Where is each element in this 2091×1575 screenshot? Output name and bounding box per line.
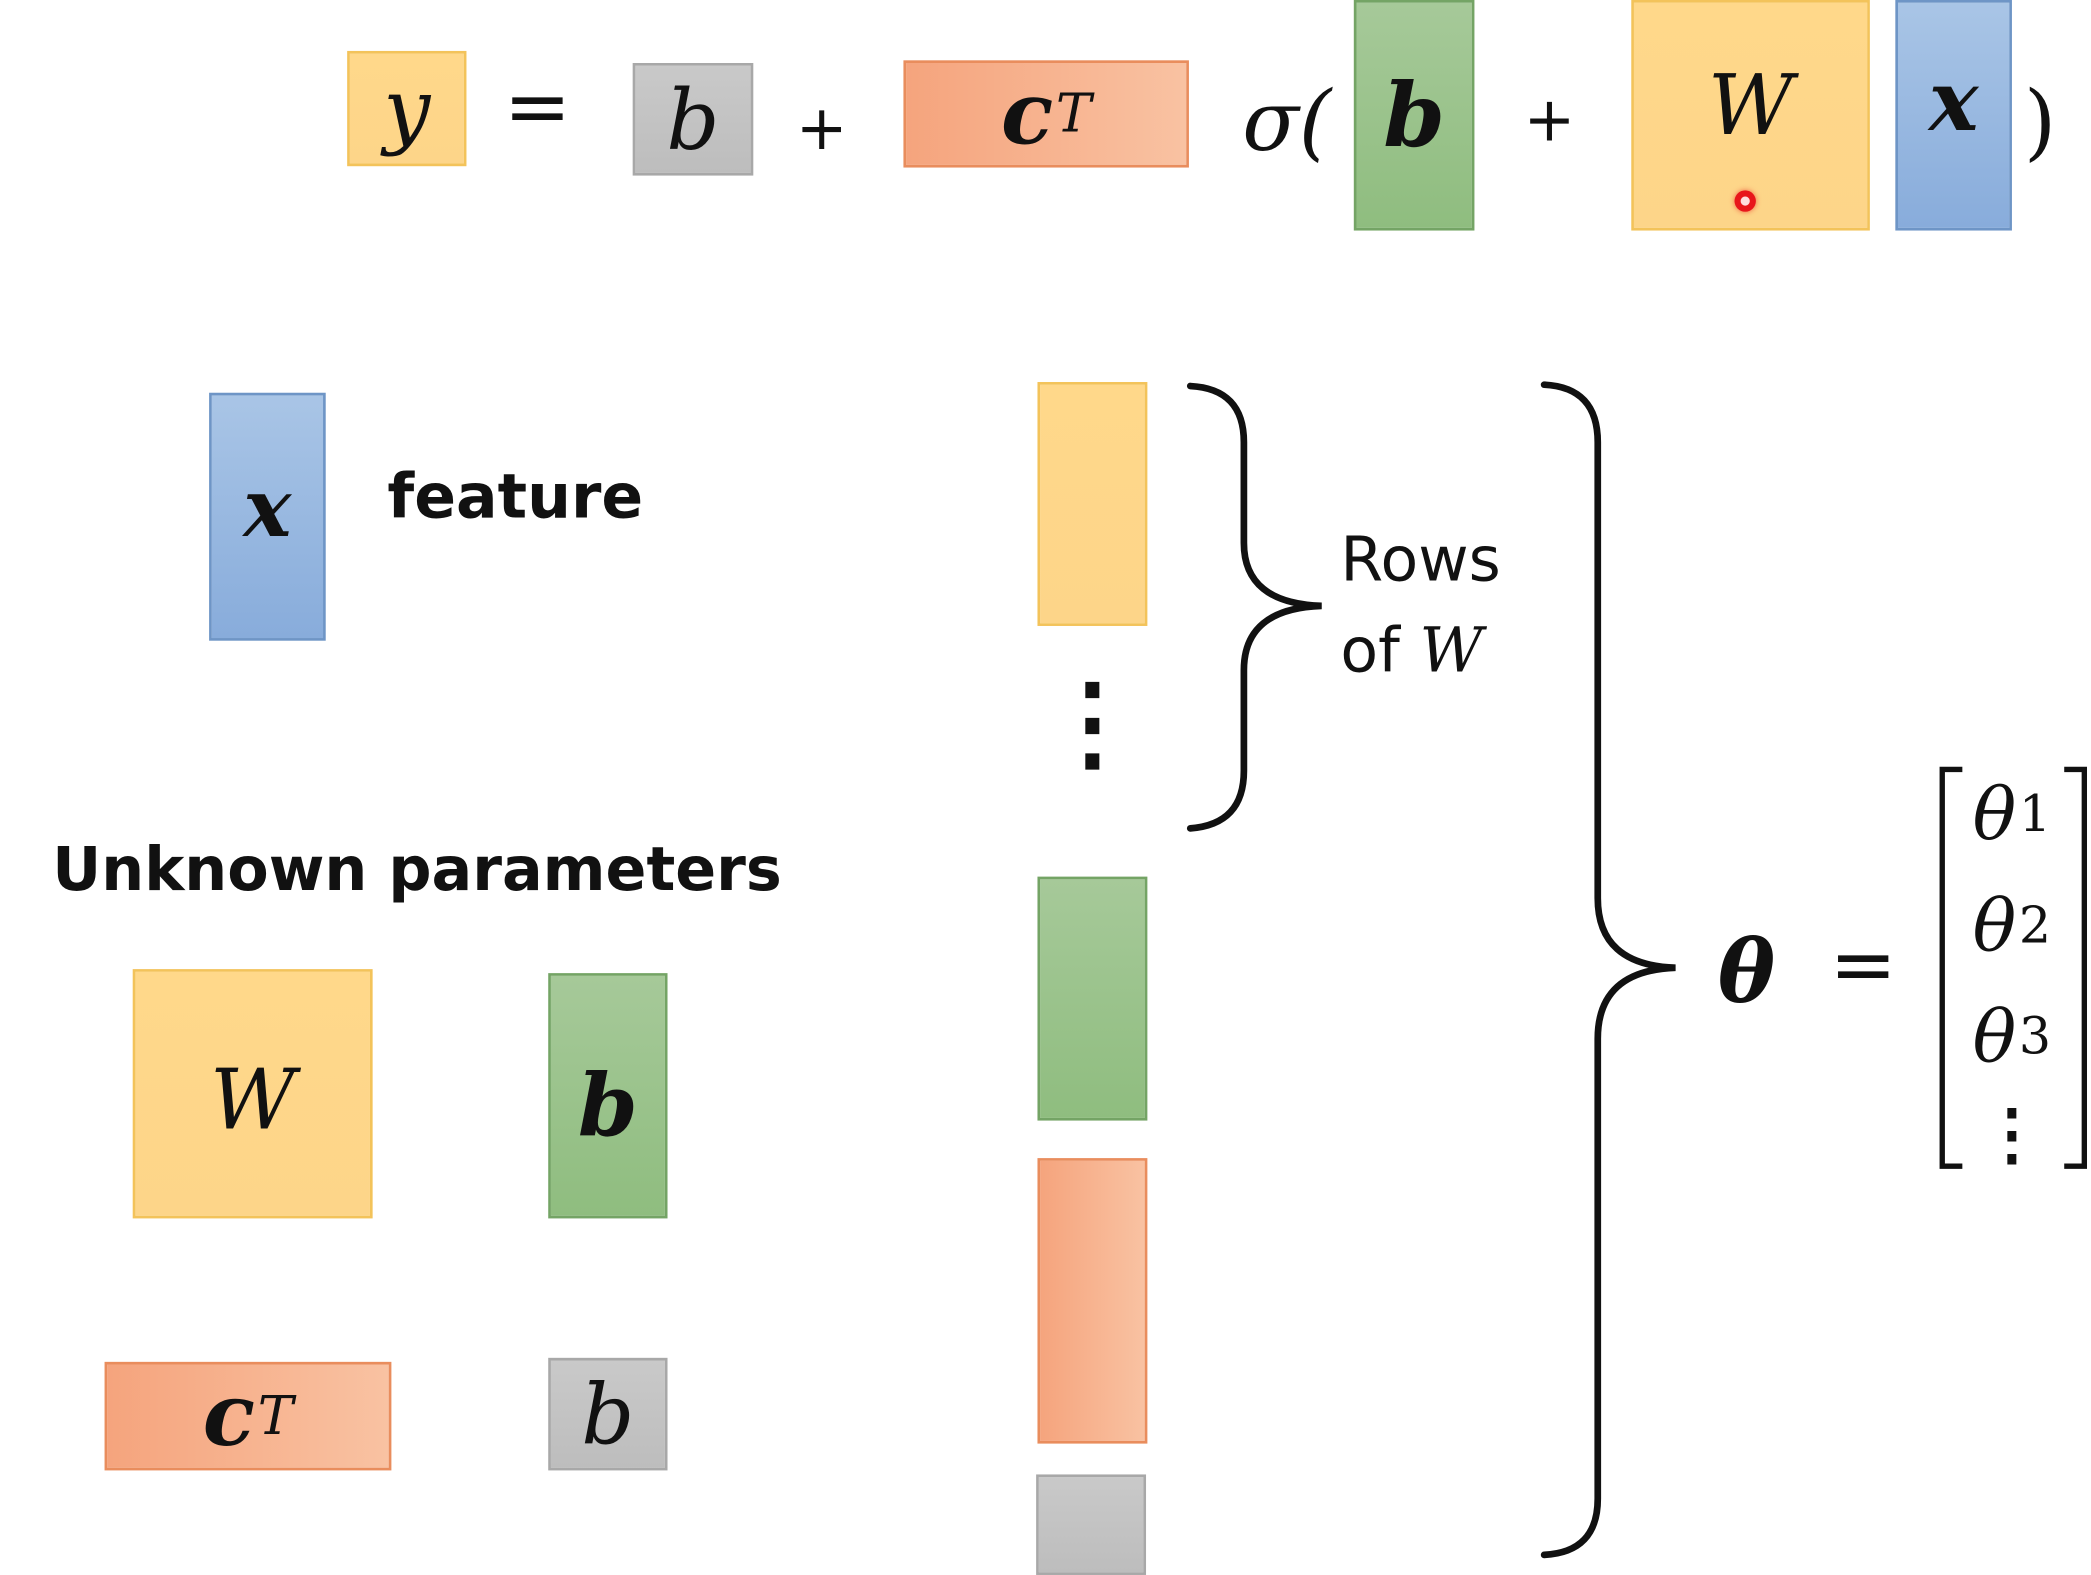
rows-label-line-2: of W [1340, 614, 1482, 686]
feature-label: feature [387, 459, 644, 533]
unknown-c-box [104, 1361, 392, 1471]
feature-x-box [209, 392, 326, 641]
theta-3-base: θ [1972, 993, 2017, 1079]
pointer-dot [1734, 190, 1756, 212]
matrix-right-bracket [2064, 766, 2088, 1169]
theta-2-base: θ [1972, 882, 2017, 968]
feature-x-symbol: x [243, 462, 292, 557]
stack-b-scalar-box [1036, 1474, 1147, 1575]
rows-label-line-1: Rows [1340, 522, 1501, 596]
eq-plus-2: + [1523, 83, 1576, 156]
unknown-W-box [132, 969, 373, 1219]
unknown-b-vector-symbol: b [577, 1055, 638, 1157]
matrix-left-bracket [1939, 766, 1963, 1169]
stack-b-vector-box [1037, 876, 1148, 1121]
eq-x-symbol: x [1928, 51, 1979, 150]
eq-b-vector-box [1353, 0, 1475, 231]
rows-brace [1186, 382, 1322, 832]
unknown-b-scalar-symbol: b [581, 1365, 635, 1464]
unknown-c-superscript: T [257, 1385, 294, 1447]
theta-1-base: θ [1972, 771, 2017, 856]
eq-plus-1: + [795, 91, 848, 164]
theta-ellipsis: ⋮ [1978, 1093, 2046, 1173]
stack-ellipsis: ⋮ [1040, 662, 1145, 785]
theta-3-sub: 3 [2018, 1006, 2052, 1066]
unknown-c-letter: c [202, 1365, 256, 1467]
eq-b-vector-symbol: b [1383, 62, 1446, 168]
unknown-W-symbol: W [209, 1050, 296, 1149]
eq-c-superscript: T [1055, 83, 1092, 145]
eq-y-symbol: y [383, 59, 431, 158]
eq-x-box [1895, 0, 2012, 231]
rows-label-prefix: of [1340, 613, 1420, 687]
eq-b-scalar-box [632, 62, 754, 176]
theta-brace [1540, 381, 1676, 1559]
unknown-b-scalar-box [548, 1357, 668, 1471]
unknown-b-vector-box [548, 973, 668, 1219]
eq-c-box [903, 60, 1189, 168]
eq-W-symbol: W [1707, 55, 1794, 154]
eq-equals: = [503, 60, 572, 155]
eq-c-letter: c [1000, 63, 1054, 165]
theta-1-sub: 1 [2018, 784, 2052, 844]
rows-label-W: W [1419, 613, 1483, 687]
theta-symbol: θ [1717, 921, 1776, 1023]
stack-c-box [1037, 1158, 1148, 1444]
eq-y-box [347, 50, 467, 167]
theta-equals: = [1829, 918, 1897, 1013]
unknown-parameters-title: Unknown parameters [52, 833, 782, 905]
eq-close-paren: ) [2023, 71, 2057, 170]
theta-2-sub: 2 [2018, 895, 2052, 955]
eq-sigma-open: σ( [1242, 71, 1332, 170]
stack-W-row-box [1037, 382, 1148, 626]
eq-b-scalar-symbol: b [666, 70, 720, 169]
